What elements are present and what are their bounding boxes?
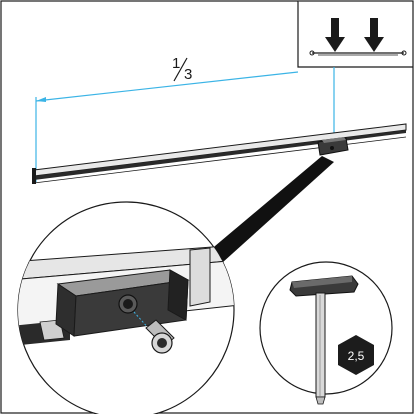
screw-icon [133,311,175,354]
rail-clip [317,137,349,156]
clip-block [55,269,190,337]
hexagon-size-badge: 2,5 [338,335,374,375]
rail [32,123,407,184]
arrow-down-icon [325,18,345,52]
load-inset [297,1,413,68]
tool-size-label: 2,5 [348,349,365,363]
fraction-denominator: 3 [184,66,192,83]
zoom-cone [196,156,334,272]
fraction-numerator: 1 [172,55,180,72]
arrow-down-icon [364,18,384,52]
hex-key-icon [289,275,359,405]
fraction-label: 1 3 [172,55,192,83]
tool-circle: 2,5 [259,261,393,405]
detail-magnifier [17,201,235,414]
dimension-line [35,67,335,182]
